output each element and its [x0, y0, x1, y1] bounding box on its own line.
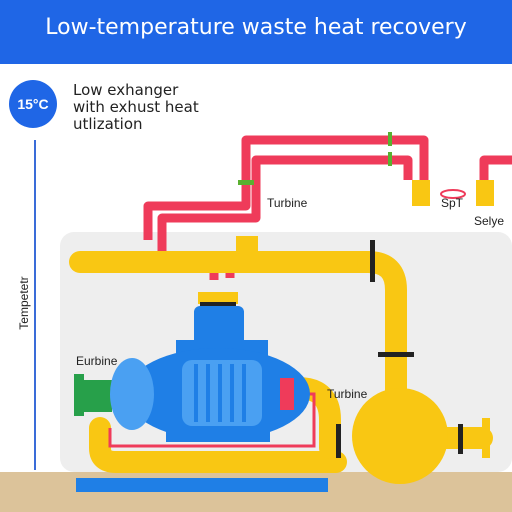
selye-sensor-block	[476, 180, 494, 206]
motor-fins	[194, 364, 246, 422]
pump-assembly	[110, 292, 310, 442]
hot-pipe-right	[479, 155, 512, 182]
temperature-badge: 15°C	[9, 80, 57, 128]
green-valve-icon	[82, 380, 112, 412]
hot-pipe-outer	[143, 135, 429, 240]
turbine-label-top: Turbine	[267, 196, 308, 210]
temperature-axis-line	[34, 140, 36, 470]
pipe-bands	[336, 240, 463, 458]
selye-label: Selye	[474, 214, 505, 228]
header-bar: Low-temperature waste heat recovery	[0, 0, 512, 64]
spt-sensor-block	[412, 180, 430, 206]
cold-return-pipe	[89, 417, 347, 473]
turbine-label-left: Eurbine	[76, 354, 118, 368]
turbine-label-right: Turbine	[327, 387, 368, 401]
outlet-flange	[482, 418, 490, 458]
base-plate	[76, 478, 328, 492]
spt-ring	[440, 189, 466, 199]
receiver-tank	[352, 388, 448, 484]
turbine-inlet-coupler	[236, 236, 258, 256]
diagram-title: Low-temperature waste heat recovery	[45, 15, 467, 40]
pipe-collars	[238, 132, 392, 185]
diagram-description: Low exhanger with exhust heat utlization	[73, 81, 199, 133]
valve-flange	[74, 374, 84, 416]
spt-label: SpT	[441, 196, 464, 210]
